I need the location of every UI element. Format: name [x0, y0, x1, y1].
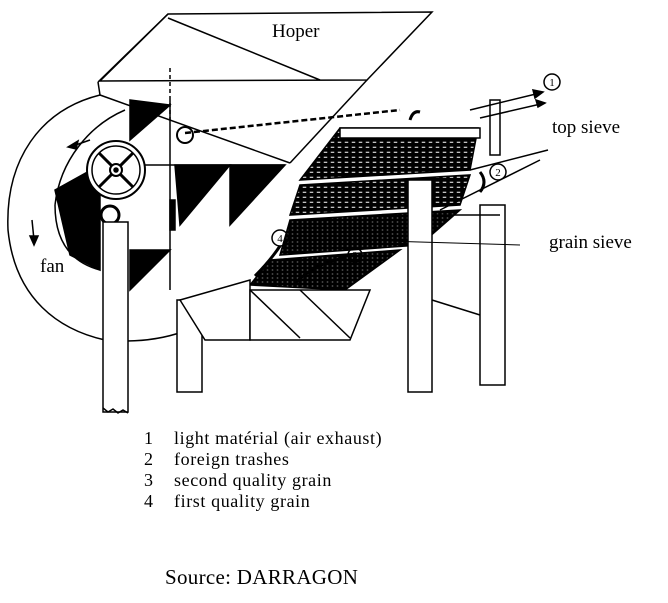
- legend: 1 light matérial (air exhaust) 2 foreign t…: [144, 428, 382, 512]
- fan-wheel: [86, 126, 194, 226]
- legend-item: 1 light matérial (air exhaust): [144, 428, 382, 449]
- label-grain-sieve: grain sieve: [549, 232, 632, 253]
- marker-1: 1: [543, 73, 561, 91]
- label-hopper: Hoper: [272, 21, 320, 42]
- legend-num: 1: [144, 428, 154, 448]
- marker-1-label: 1: [549, 77, 555, 89]
- legend-item: 3 second quality grain: [144, 470, 382, 491]
- left-leg: [102, 221, 129, 414]
- exhaust-arrows: [408, 89, 547, 121]
- marker-4-label: 4: [277, 233, 283, 245]
- chute: [178, 279, 372, 341]
- legend-item: 2 foreign trashes: [144, 449, 382, 470]
- feed-line: [184, 108, 401, 135]
- legend-num: 2: [144, 449, 154, 469]
- fan-housing: [7, 94, 287, 342]
- marker-3-label: 3: [353, 251, 358, 262]
- legend-num: 4: [144, 491, 154, 511]
- label-top-sieve: top sieve: [552, 117, 621, 138]
- legend-num: 3: [144, 470, 154, 490]
- marker-2: 2: [478, 163, 507, 193]
- winnower-drawing: 1 2 3 4: [7, 11, 561, 414]
- marker-4: 4: [253, 229, 289, 278]
- legend-text: first quality grain: [174, 491, 311, 511]
- sieve-stack: [248, 127, 481, 291]
- right-frame: [349, 99, 549, 393]
- legend-item: 4 first quality grain: [144, 491, 382, 512]
- marker-3: 3: [293, 247, 363, 285]
- legend-text: second quality grain: [174, 470, 332, 490]
- marker-2-label: 2: [495, 167, 501, 179]
- legend-text: light matérial (air exhaust): [174, 428, 383, 448]
- legend-text: foreign trashes: [174, 449, 290, 469]
- hopper: [97, 11, 434, 164]
- source-caption: Source: DARRAGON: [165, 565, 359, 589]
- label-fan: fan: [40, 256, 65, 277]
